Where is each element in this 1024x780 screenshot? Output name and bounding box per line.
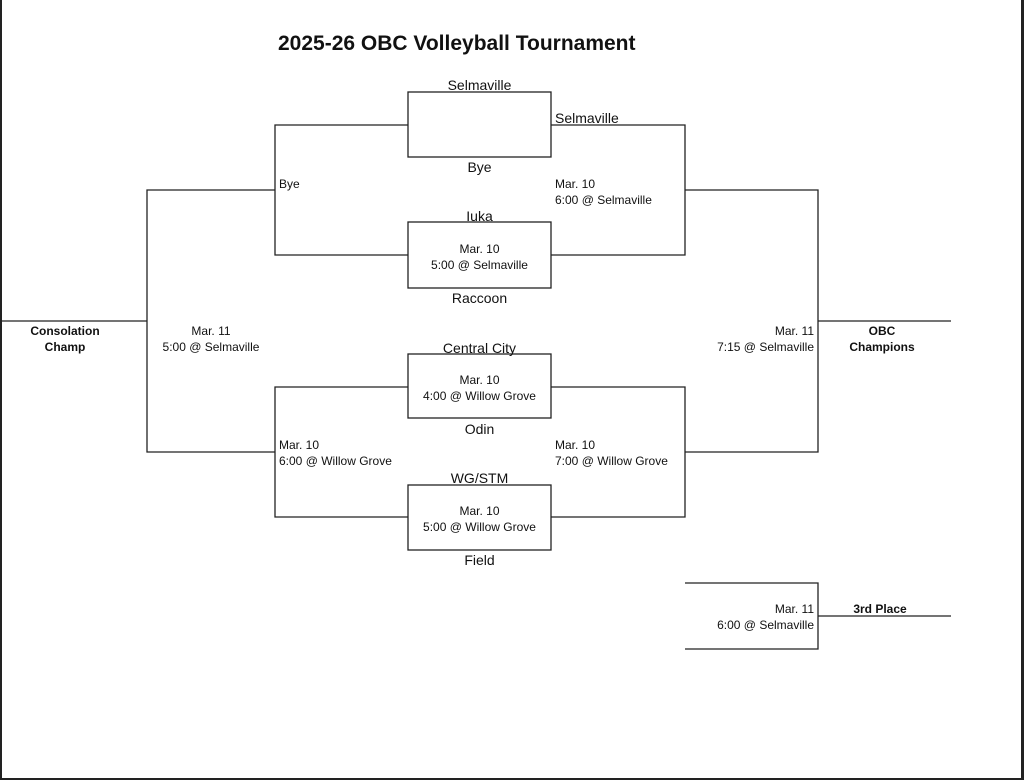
game-date: Mar. 10 — [555, 177, 596, 191]
winner-selmaville: Selmaville — [555, 110, 619, 126]
consolation-bye: Bye — [279, 177, 300, 191]
consolation-champ-label: Champ — [44, 340, 86, 354]
consolation-final-bracket — [146, 189, 275, 453]
team-central-city: Central City — [442, 340, 517, 356]
game-time: 5:00 @ Willow Grove — [423, 520, 536, 534]
game-time: 6:00 @ Selmaville — [555, 193, 652, 207]
game-time: 5:00 @ Selmaville — [162, 340, 260, 354]
team-selmaville: Selmaville — [447, 77, 512, 93]
frame-bottom-border — [0, 778, 1024, 780]
game-date: Mar. 10 — [555, 438, 596, 452]
game-time: 4:00 @ Willow Grove — [423, 389, 536, 403]
team-odin: Odin — [464, 421, 495, 437]
team-bye: Bye — [467, 159, 492, 175]
consolation-champ-label: Consolation — [30, 324, 100, 338]
frame-left-border — [0, 0, 2, 780]
champions-label: OBC — [868, 324, 896, 338]
game-time: 7:15 @ Selmaville — [717, 340, 814, 354]
team-iuka: Iuka — [466, 208, 493, 224]
team-raccoon: Raccoon — [451, 290, 508, 306]
game-date: Mar. 10 — [459, 373, 500, 387]
game-time: 6:00 @ Willow Grove — [279, 454, 392, 468]
page-title: 2025-26 OBC Volleyball Tournament — [278, 32, 636, 55]
game-date: Mar. 11 — [774, 324, 814, 338]
team-field: Field — [464, 552, 495, 568]
championship-bracket — [685, 189, 819, 453]
team-wg-stm: WG/STM — [450, 470, 509, 486]
game-date: Mar. 10 — [459, 242, 500, 256]
game-date: Mar. 11 — [774, 602, 814, 616]
champions-label: Champions — [849, 340, 915, 354]
match-box-selmaville-bye — [407, 91, 552, 158]
third-place-label: 3rd Place — [853, 602, 907, 616]
frame-right-border — [1021, 0, 1024, 780]
game-time: 7:00 @ Willow Grove — [555, 454, 668, 468]
match-box-cc-odin — [407, 353, 552, 419]
game-date: Mar. 11 — [191, 324, 231, 338]
game-date: Mar. 10 — [459, 504, 500, 518]
game-time: 6:00 @ Selmaville — [717, 618, 814, 632]
game-date: Mar. 10 — [279, 438, 320, 452]
game-time: 5:00 @ Selmaville — [431, 258, 528, 272]
